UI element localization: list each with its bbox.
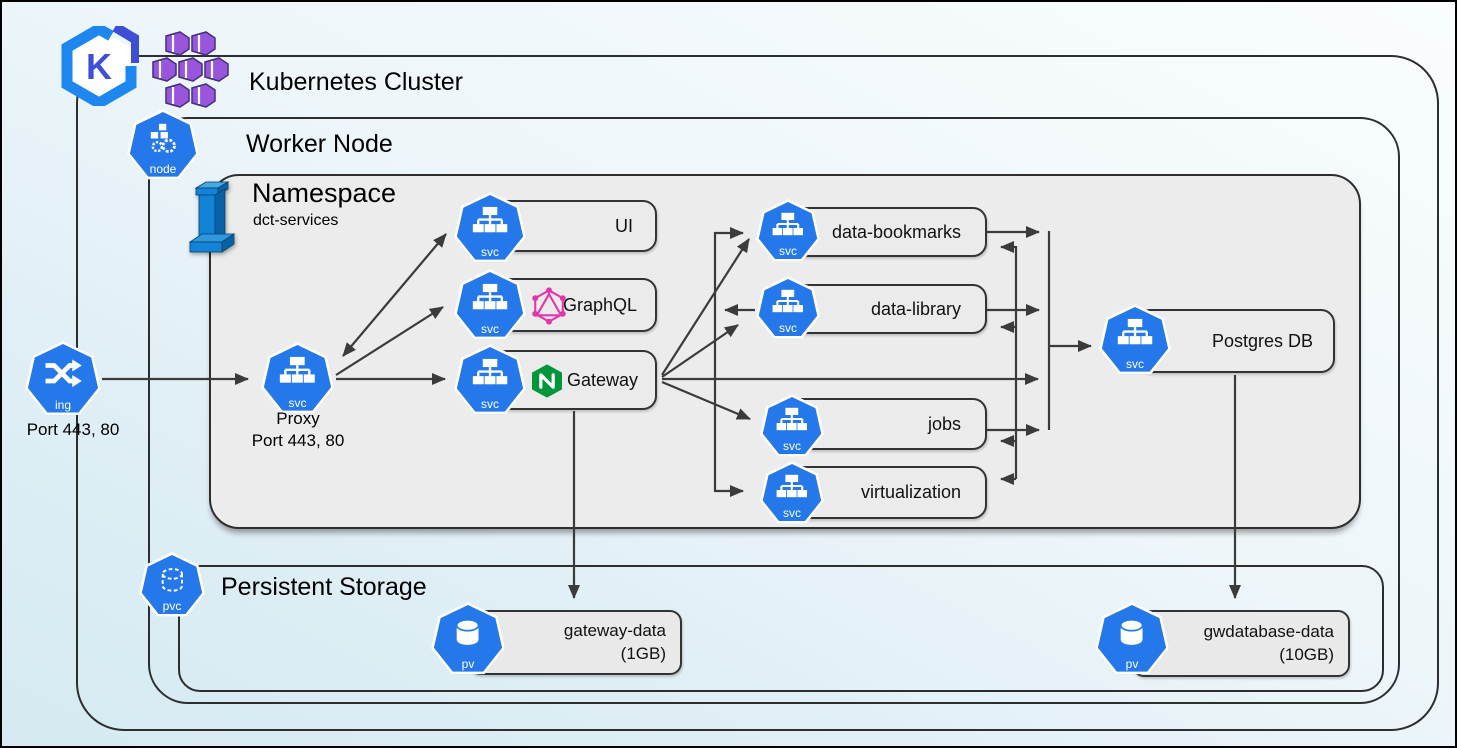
proxy-label: Proxy Port 443, 80 xyxy=(238,408,358,452)
jobs-service-icon: svc xyxy=(759,394,825,457)
volume-size-gateway-data: (1GB) xyxy=(620,643,666,663)
volume-box-gateway-data: gateway-data (1GB) xyxy=(468,610,682,675)
graphql-logo-icon xyxy=(532,287,566,325)
ui-service-badge: svc xyxy=(481,244,499,259)
proxy-ports: Port 443, 80 xyxy=(251,431,345,451)
service-label-virtualization: virtualization xyxy=(860,482,961,502)
postgres-service-icon: svc xyxy=(1098,304,1172,375)
volume-name-gateway-data: gateway-data xyxy=(563,620,666,640)
volume-name-gwdatabase-data: gwdatabase-data xyxy=(1203,621,1334,641)
proxy-service-icon: svc xyxy=(260,342,335,414)
virtualization-service-icon: svc xyxy=(759,461,825,524)
namespace-pillar-icon xyxy=(188,181,236,253)
ingress-badge: ing xyxy=(54,397,71,412)
data-bookmarks-service-icon: svc xyxy=(755,199,821,262)
worker-node-boundary xyxy=(148,117,1400,704)
persistent-storage-boundary xyxy=(178,565,1384,692)
service-label-data-bookmarks: data-bookmarks xyxy=(831,221,961,242)
volume-box-gwdatabase-data: gwdatabase-data (10GB) xyxy=(1132,610,1350,677)
worker-node-title: Worker Node xyxy=(246,130,393,158)
pv-gateway-data-badge: pv xyxy=(461,656,475,671)
service-label-postgres: Postgres DB xyxy=(1211,330,1313,351)
cluster-title: Kubernetes Cluster xyxy=(249,68,464,96)
kubernetes-logo: K xyxy=(57,24,269,112)
data-library-service-icon: svc xyxy=(755,276,821,339)
data-bookmarks-service-badge: svc xyxy=(779,244,797,259)
gateway-service-badge: svc xyxy=(481,396,499,411)
ingress-ports-label: Port 443, 80 xyxy=(26,420,120,439)
svg-text:K: K xyxy=(86,46,112,87)
graphql-service-icon: svc xyxy=(453,269,527,340)
volume-size-gwdatabase-data: (10GB) xyxy=(1279,644,1334,664)
virtualization-service-badge: svc xyxy=(783,506,801,521)
service-label-gateway: Gateway xyxy=(566,369,638,390)
node-icon: node xyxy=(126,109,200,180)
containers-icon xyxy=(152,31,229,108)
namespace-name: dct-services xyxy=(253,212,339,229)
service-label-data-library: data-library xyxy=(870,298,961,319)
postgres-service-badge: svc xyxy=(1126,356,1144,371)
ui-service-icon: svc xyxy=(453,192,527,263)
gateway-service-icon: svc xyxy=(453,344,527,415)
pvc-icon: pvc xyxy=(138,552,206,617)
pv-gwdatabase-data-badge: pv xyxy=(1125,656,1139,671)
namespace-title: Namespace xyxy=(252,178,397,208)
pv-gwdatabase-data-icon: pv xyxy=(1094,602,1170,675)
service-box-data-bookmarks: data-bookmarks xyxy=(788,207,987,257)
proxy-name: Proxy xyxy=(276,409,320,428)
service-box-data-library: data-library xyxy=(788,284,987,334)
ingress-icon: ing xyxy=(25,341,101,416)
node-badge: node xyxy=(149,161,177,176)
jobs-service-badge: svc xyxy=(783,439,801,454)
pvc-badge: pvc xyxy=(162,599,182,614)
service-label-jobs: jobs xyxy=(927,413,961,434)
service-label-graphql: GraphQL xyxy=(562,294,637,315)
proxy-badge: svc xyxy=(288,395,307,410)
persistent-storage-title: Persistent Storage xyxy=(221,573,427,601)
data-library-service-badge: svc xyxy=(779,321,797,336)
k8s-hexagon-icon: K xyxy=(61,26,139,106)
graphql-service-badge: svc xyxy=(481,321,499,336)
nginx-logo-icon xyxy=(531,364,563,398)
pv-gateway-data-icon: pv xyxy=(430,602,506,675)
service-label-ui: UI xyxy=(615,215,633,236)
